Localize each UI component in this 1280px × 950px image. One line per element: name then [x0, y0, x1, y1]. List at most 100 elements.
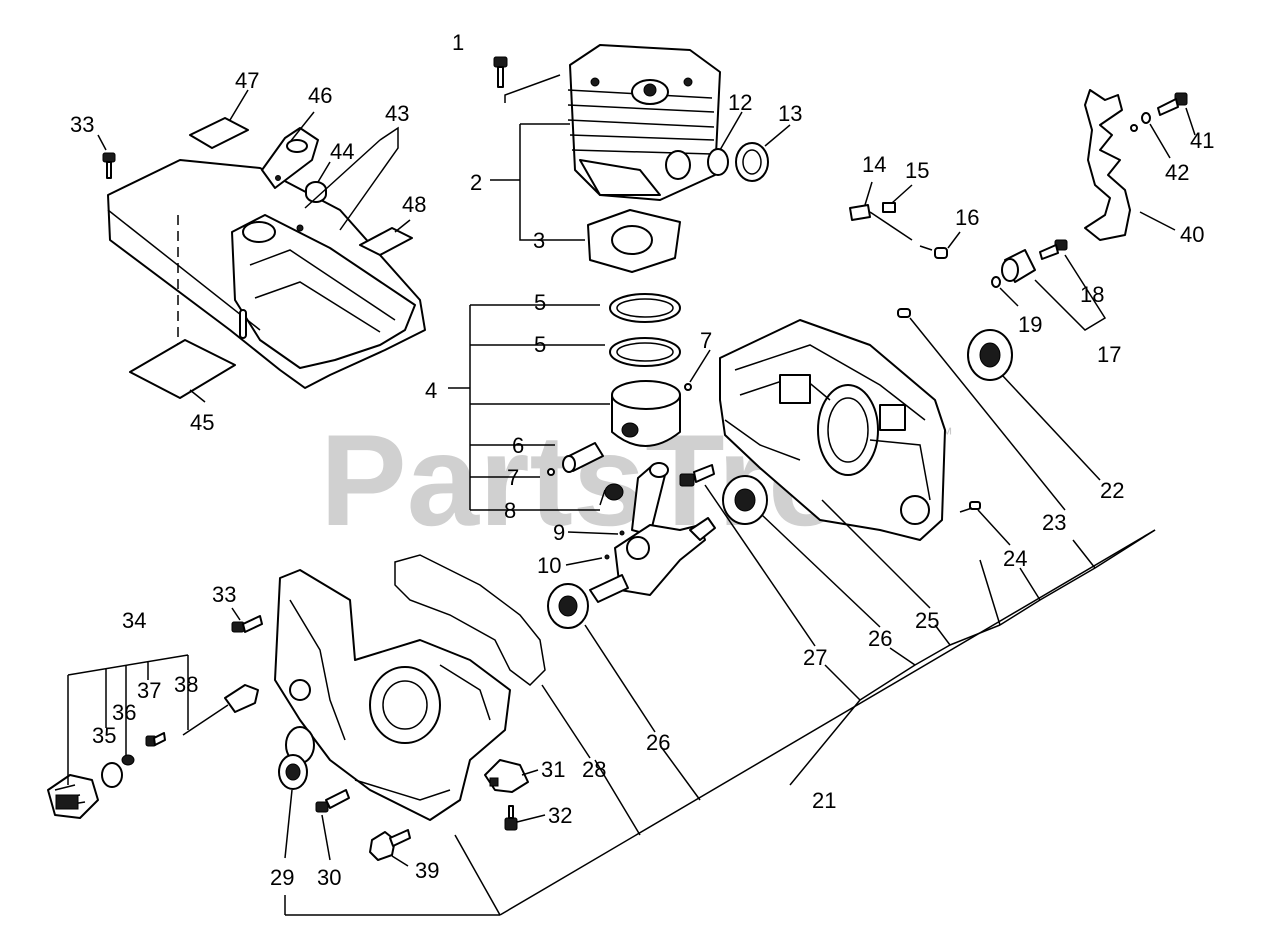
callout-35: 35: [92, 723, 116, 748]
washer-36: [121, 754, 135, 766]
callout-48: 48: [402, 192, 426, 217]
spacer-17: [1001, 249, 1036, 283]
callout-22: 22: [1100, 478, 1124, 503]
callout-33a: 33: [70, 112, 94, 137]
callout-44: 44: [330, 139, 354, 164]
callout-26a: 26: [868, 626, 892, 651]
plate-46: [261, 127, 319, 189]
callout-43: 43: [385, 101, 409, 126]
callout-14: 14: [862, 152, 886, 177]
callout-1: 1: [452, 30, 464, 55]
callout-9: 9: [553, 520, 565, 545]
callout-2: 2: [470, 170, 482, 195]
callout-18: 18: [1080, 282, 1104, 307]
stud-27: [679, 464, 715, 487]
screw-33-left: [231, 615, 263, 633]
callout-36: 36: [112, 700, 136, 725]
callout-5b: 5: [534, 332, 546, 357]
bearing-22: [967, 329, 1013, 381]
seal-29: [278, 754, 308, 790]
chain-catcher-40: [1084, 89, 1131, 241]
piston: [611, 380, 681, 447]
gasket-28: [394, 554, 546, 686]
callout-16: 16: [955, 205, 979, 230]
callout-19: 19: [1018, 312, 1042, 337]
screw-14: [849, 204, 913, 241]
callout-29: 29: [270, 865, 294, 890]
crankshaft: [589, 462, 716, 603]
washer-42b: [1130, 124, 1138, 132]
screw-18: [1039, 239, 1068, 260]
oil-cap: [47, 774, 99, 819]
gasket-3: [587, 209, 681, 273]
callout-23: 23: [1042, 510, 1066, 535]
crankcase-right: [719, 319, 946, 541]
o-ring-35: [101, 762, 123, 788]
bolt-39: [369, 829, 411, 861]
callout-26b: 26: [646, 730, 670, 755]
piston-ring-lower: [609, 337, 681, 367]
strainer-38: [182, 684, 259, 736]
callout-41: 41: [1190, 128, 1214, 153]
clip-7-left: [547, 468, 555, 476]
callout-42: 42: [1165, 160, 1189, 185]
screw-33-top: [102, 152, 116, 179]
bolt-1: [493, 56, 508, 88]
callout-12: 12: [728, 90, 752, 115]
callout-38: 38: [174, 672, 198, 697]
callout-40: 40: [1180, 222, 1204, 247]
flange-13: [735, 142, 769, 182]
ring-12: [707, 148, 729, 176]
callout-27: 27: [803, 645, 827, 670]
callout-28: 28: [582, 757, 606, 782]
sticker-48: [359, 227, 413, 256]
needle-bearing-8: [604, 483, 624, 501]
callout-7a: 7: [700, 328, 712, 353]
washer-15: [882, 202, 896, 213]
callout-25: 25: [915, 608, 939, 633]
callout-17: 17: [1097, 342, 1121, 367]
screw-24: [959, 501, 981, 513]
callout-47: 47: [235, 68, 259, 93]
top-cover: [107, 159, 426, 389]
callout-21: 21: [812, 788, 836, 813]
callout-32: 32: [548, 803, 572, 828]
knob-44: [305, 181, 327, 203]
washer-42: [1141, 112, 1151, 124]
bearing-26-left: [547, 583, 589, 629]
callout-30: 30: [317, 865, 341, 890]
key-9: [619, 530, 625, 536]
callout-8: 8: [504, 498, 516, 523]
callout-24: 24: [1003, 546, 1027, 571]
callout-46: 46: [308, 83, 332, 108]
callout-37: 37: [137, 678, 161, 703]
callout-4: 4: [425, 378, 437, 403]
callout-45: 45: [190, 410, 214, 435]
callout-7b: 7: [507, 465, 519, 490]
sticker-45: [129, 339, 236, 399]
callout-10: 10: [537, 553, 561, 578]
screw-41: [1157, 92, 1188, 116]
callout-31: 31: [541, 757, 565, 782]
key-10: [604, 554, 610, 560]
callout-39: 39: [415, 858, 439, 883]
piston-ring-upper: [609, 293, 681, 323]
leader-lines: [67, 74, 1196, 916]
screw-30: [315, 789, 350, 813]
bracket-31: [484, 759, 529, 793]
pin-16: [934, 247, 948, 259]
bearing-26-center: [722, 475, 768, 525]
callout-3: 3: [533, 228, 545, 253]
crankcase-left: [274, 569, 511, 821]
callout-33b: 33: [212, 582, 236, 607]
pin-23: [897, 308, 911, 318]
screw-37: [145, 732, 166, 747]
callout-labels: 1 2 3 4 5 5 6 7 7 8 9 10 12 13 14 15 16 …: [70, 30, 1214, 890]
clip-7-right: [684, 383, 692, 391]
cylinder: [567, 44, 721, 201]
screw-32: [504, 805, 518, 831]
washer-19: [991, 276, 1001, 288]
piston-pin-6: [562, 442, 604, 473]
